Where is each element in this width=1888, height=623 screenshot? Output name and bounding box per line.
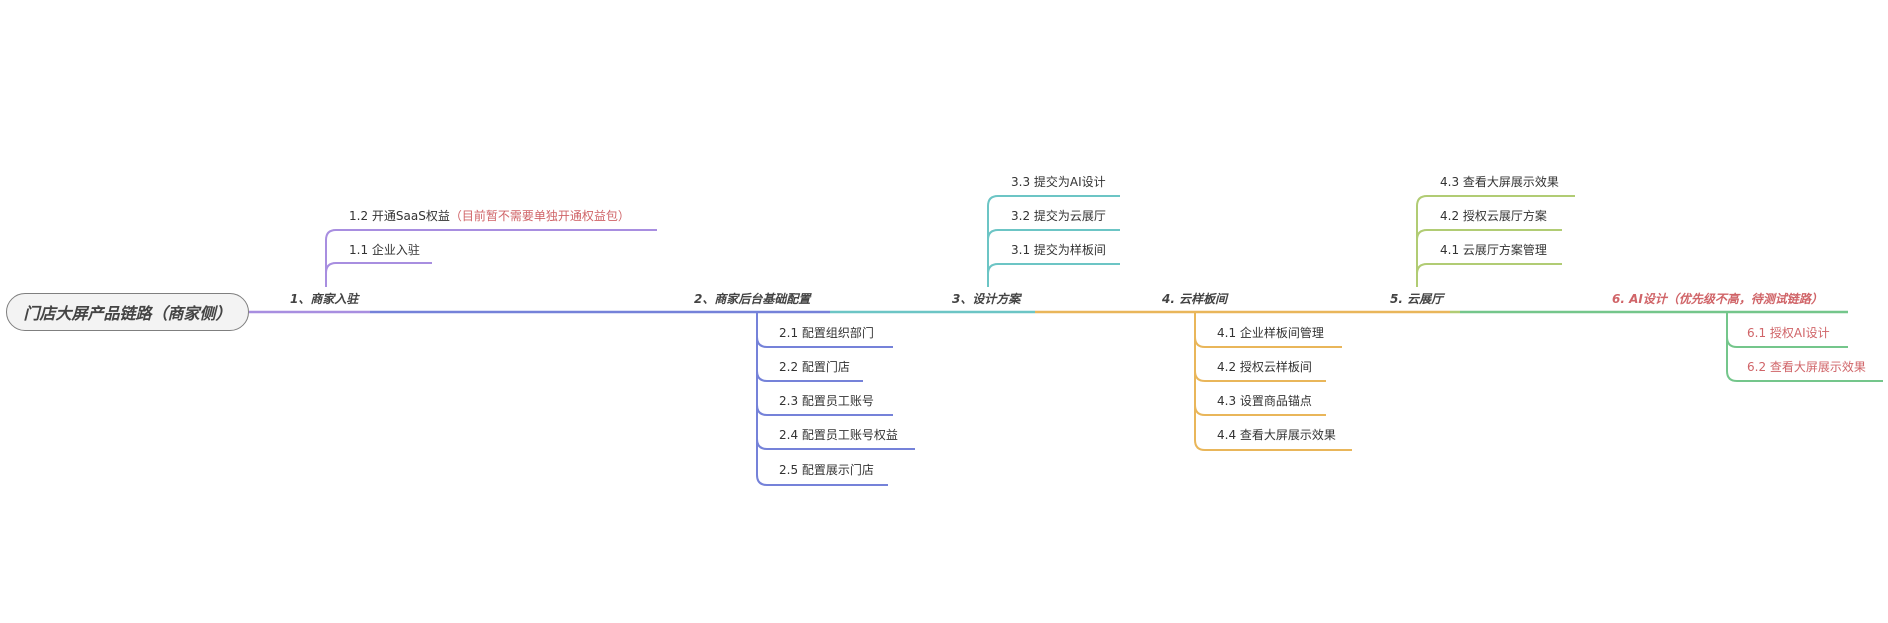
b1-child-1[interactable]: 1.2 开通SaaS权益（目前暂不需要单独开通权益包）	[349, 208, 630, 224]
b2-child-5[interactable]: 2.5 配置展示门店	[779, 463, 874, 477]
b4-c3	[1194, 404, 1326, 416]
root-topic[interactable]: 门店大屏产品链路（商家侧）	[6, 293, 249, 331]
b2-child-2[interactable]: 2.2 配置门店	[779, 360, 850, 374]
branch-3-label[interactable]: 3、设计方案	[952, 292, 1021, 306]
b3-c2	[987, 229, 1120, 241]
b1-child-1-note: （目前暂不需要单独开通权益包）	[449, 209, 630, 223]
b6-c1	[1726, 336, 1848, 348]
branch-1-label[interactable]: 1、商家入驻	[290, 292, 359, 306]
b5-c2	[1416, 229, 1562, 241]
b1-child-2[interactable]: 1.1 企业入驻	[349, 243, 420, 257]
b3-child-1[interactable]: 3.3 提交为AI设计	[1011, 175, 1106, 189]
b2-child-4[interactable]: 2.4 配置员工账号权益	[779, 428, 898, 442]
b1-child-1-text: 1.2 开通SaaS权益	[349, 209, 450, 223]
b6-stem	[1726, 312, 1883, 382]
b2-c1	[756, 336, 893, 348]
b4-child-1[interactable]: 4.1 企业样板间管理	[1217, 326, 1324, 340]
b4-c1	[1194, 336, 1342, 348]
b2-c3	[756, 404, 893, 416]
branch-5-label[interactable]: 5. 云展厅	[1390, 292, 1444, 306]
b4-child-2[interactable]: 4.2 授权云样板间	[1217, 360, 1312, 374]
b3-child-3[interactable]: 3.1 提交为样板间	[1011, 243, 1106, 257]
b5-stem	[1416, 195, 1575, 287]
b6-child-1[interactable]: 6.1 授权AI设计	[1747, 326, 1830, 340]
b4-child-3[interactable]: 4.3 设置商品锚点	[1217, 394, 1312, 408]
b3-c3	[987, 263, 1120, 275]
b1-stem	[325, 229, 657, 287]
b5-child-3[interactable]: 4.1 云展厅方案管理	[1440, 243, 1547, 257]
b5-c3	[1416, 263, 1562, 275]
b4-child-4[interactable]: 4.4 查看大屏展示效果	[1217, 428, 1336, 442]
b2-child-1[interactable]: 2.1 配置组织部门	[779, 326, 874, 340]
b2-c2	[756, 370, 863, 382]
b6-child-2[interactable]: 6.2 查看大屏展示效果	[1747, 360, 1866, 374]
b2-c4	[756, 438, 915, 450]
b2-stem	[756, 312, 888, 486]
branch-2-label[interactable]: 2、商家后台基础配置	[694, 292, 811, 306]
b5-child-2[interactable]: 4.2 授权云展厅方案	[1440, 209, 1547, 223]
b2-child-3[interactable]: 2.3 配置员工账号	[779, 394, 874, 408]
b4-c2	[1194, 370, 1326, 382]
b3-stem	[987, 195, 1120, 287]
branch-6-label[interactable]: 6. AI设计（优先级不高，待测试链路）	[1612, 292, 1823, 306]
b4-stem	[1194, 312, 1352, 451]
b1-child2	[325, 262, 432, 274]
b3-child-2[interactable]: 3.2 提交为云展厅	[1011, 209, 1106, 223]
branch-4-label[interactable]: 4. 云样板间	[1162, 292, 1228, 306]
b5-child-1[interactable]: 4.3 查看大屏展示效果	[1440, 175, 1559, 189]
